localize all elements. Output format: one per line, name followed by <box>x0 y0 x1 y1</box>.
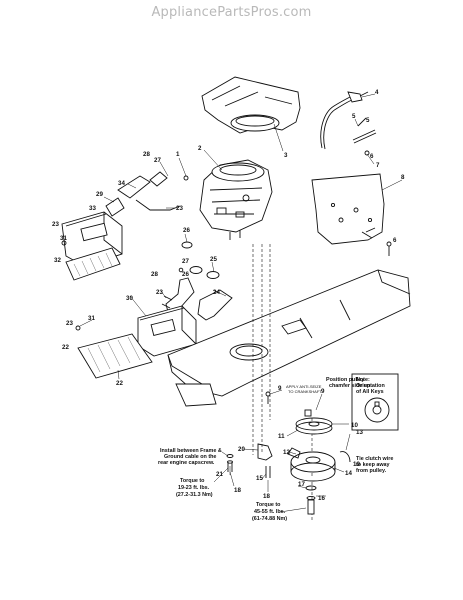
callout-30: 30 <box>126 295 133 302</box>
callout-9: 9 <box>278 385 282 392</box>
callout-6b: 6 <box>393 237 397 244</box>
leader-lines <box>79 93 403 513</box>
exhaust-pipe[interactable] <box>161 277 233 321</box>
callout-3: 3 <box>284 152 288 159</box>
throttle-cable[interactable] <box>320 91 369 150</box>
callout-5: 5 <box>352 113 356 120</box>
callout-28b: 28 <box>151 271 158 278</box>
pulley-key[interactable] <box>304 409 312 417</box>
callout-11: 11 <box>278 433 285 440</box>
callout-23: 23 <box>176 205 183 212</box>
engine-assembly[interactable] <box>199 159 273 240</box>
callout-23b: 23 <box>52 221 59 228</box>
note-torque-left-2: 19-23 ft. lbs. <box>178 485 210 491</box>
callout-9b: 9 <box>321 388 325 395</box>
bolt-15[interactable] <box>265 466 271 478</box>
note-torque-bottom-3: (61-74.88 Nm) <box>252 516 287 522</box>
note-position-pulley-2: chamfer side up. <box>329 383 372 389</box>
muffler-guard-lower[interactable] <box>77 333 153 379</box>
heat-shield-plate[interactable] <box>311 173 385 245</box>
note-clutch-wire-3: from pulley. <box>356 468 387 474</box>
clutch-washer-bolt[interactable] <box>305 485 317 515</box>
callout-18b: 18 <box>263 493 270 500</box>
note-keys-1: Note: <box>356 377 370 383</box>
callout-14: 14 <box>345 470 352 477</box>
callout-27b: 27 <box>182 258 189 265</box>
callout-21: 21 <box>216 471 223 478</box>
callout-31b: 31 <box>88 315 95 322</box>
ground-cable-hardware[interactable] <box>226 443 273 472</box>
note-torque-left-3: (27.2-31.3 Nm) <box>176 492 213 498</box>
note-keys-2: Orientation <box>356 383 385 389</box>
muffler-guard-upper[interactable] <box>65 247 121 281</box>
note-clutch-wire-1: Tie clutch wire <box>356 456 393 462</box>
callout-20: 20 <box>238 446 245 453</box>
callout-34: 34 <box>118 180 125 187</box>
callout-13: 13 <box>356 429 363 436</box>
callout-12: 12 <box>283 449 290 456</box>
fuel-tube[interactable] <box>117 171 181 211</box>
callout-16: 16 <box>318 495 325 502</box>
callout-15: 15 <box>256 475 263 482</box>
callout-22: 22 <box>116 380 123 387</box>
annotation-notes: Position pulley chamfer side up. APPLY A… <box>158 377 393 522</box>
note-torque-bottom-2: 45-55 ft. lbs. <box>254 509 286 515</box>
callout-26: 26 <box>183 227 190 234</box>
callout-5b: 5 <box>366 117 370 124</box>
key-orientation-detail <box>351 373 399 431</box>
callout-25: 25 <box>210 256 217 263</box>
note-antiseize-2: TO CRANKSHAFT <box>288 389 322 394</box>
callout-17: 17 <box>298 481 305 488</box>
note-antiseize-1: APPLY ANTI-SEIZE <box>286 384 322 389</box>
engine-shroud-cover[interactable] <box>201 76 301 134</box>
callout-19: 19 <box>353 461 360 468</box>
callout-33: 33 <box>89 205 96 212</box>
watermark-text: AppliancePartsPros.com <box>151 5 312 20</box>
callout-7: 7 <box>376 162 380 169</box>
callout-4: 4 <box>375 89 379 96</box>
note-ground-cable-2: Ground cable on the <box>164 454 216 460</box>
callout-32: 32 <box>54 257 61 264</box>
callout-1: 1 <box>176 151 180 158</box>
note-keys-3: of All Keys <box>356 389 384 395</box>
callout-24: 24 <box>213 289 220 296</box>
callout-27: 27 <box>154 157 161 164</box>
note-torque-left-1: Torque to <box>180 478 205 484</box>
tractor-frame[interactable] <box>167 269 411 407</box>
callout-22b: 22 <box>62 344 69 351</box>
callout-8: 8 <box>401 174 405 181</box>
callout-6: 6 <box>370 153 374 160</box>
callout-29: 29 <box>96 191 103 198</box>
engine-pulley[interactable] <box>295 417 333 435</box>
muffler-lower[interactable] <box>137 305 197 357</box>
clutch-wire-connector[interactable] <box>339 451 351 463</box>
callout-31: 31 <box>60 235 67 242</box>
callout-23d: 23 <box>66 320 73 327</box>
callout-10: 10 <box>351 422 358 429</box>
callout-26b: 26 <box>182 271 189 278</box>
screw-hardware-5[interactable] <box>352 117 377 156</box>
note-position-pulley-1: Position pulley <box>326 377 364 383</box>
electric-clutch[interactable] <box>287 447 336 482</box>
callout-18: 18 <box>234 487 241 494</box>
callout-2: 2 <box>198 145 202 152</box>
callout-23c: 23 <box>156 289 163 296</box>
callout-28: 28 <box>143 151 150 158</box>
note-torque-bottom-1: Torque to <box>256 502 281 508</box>
note-clutch-wire-2: to keep away <box>356 462 390 468</box>
note-ground-cable-1: Install between Frame & <box>160 448 222 454</box>
callout-numbers: 2 1 3 4 5 5 6 7 8 6 28 27 34 29 33 23 23… <box>52 89 405 502</box>
note-ground-cable-3: rear engine capscrew. <box>158 460 215 466</box>
